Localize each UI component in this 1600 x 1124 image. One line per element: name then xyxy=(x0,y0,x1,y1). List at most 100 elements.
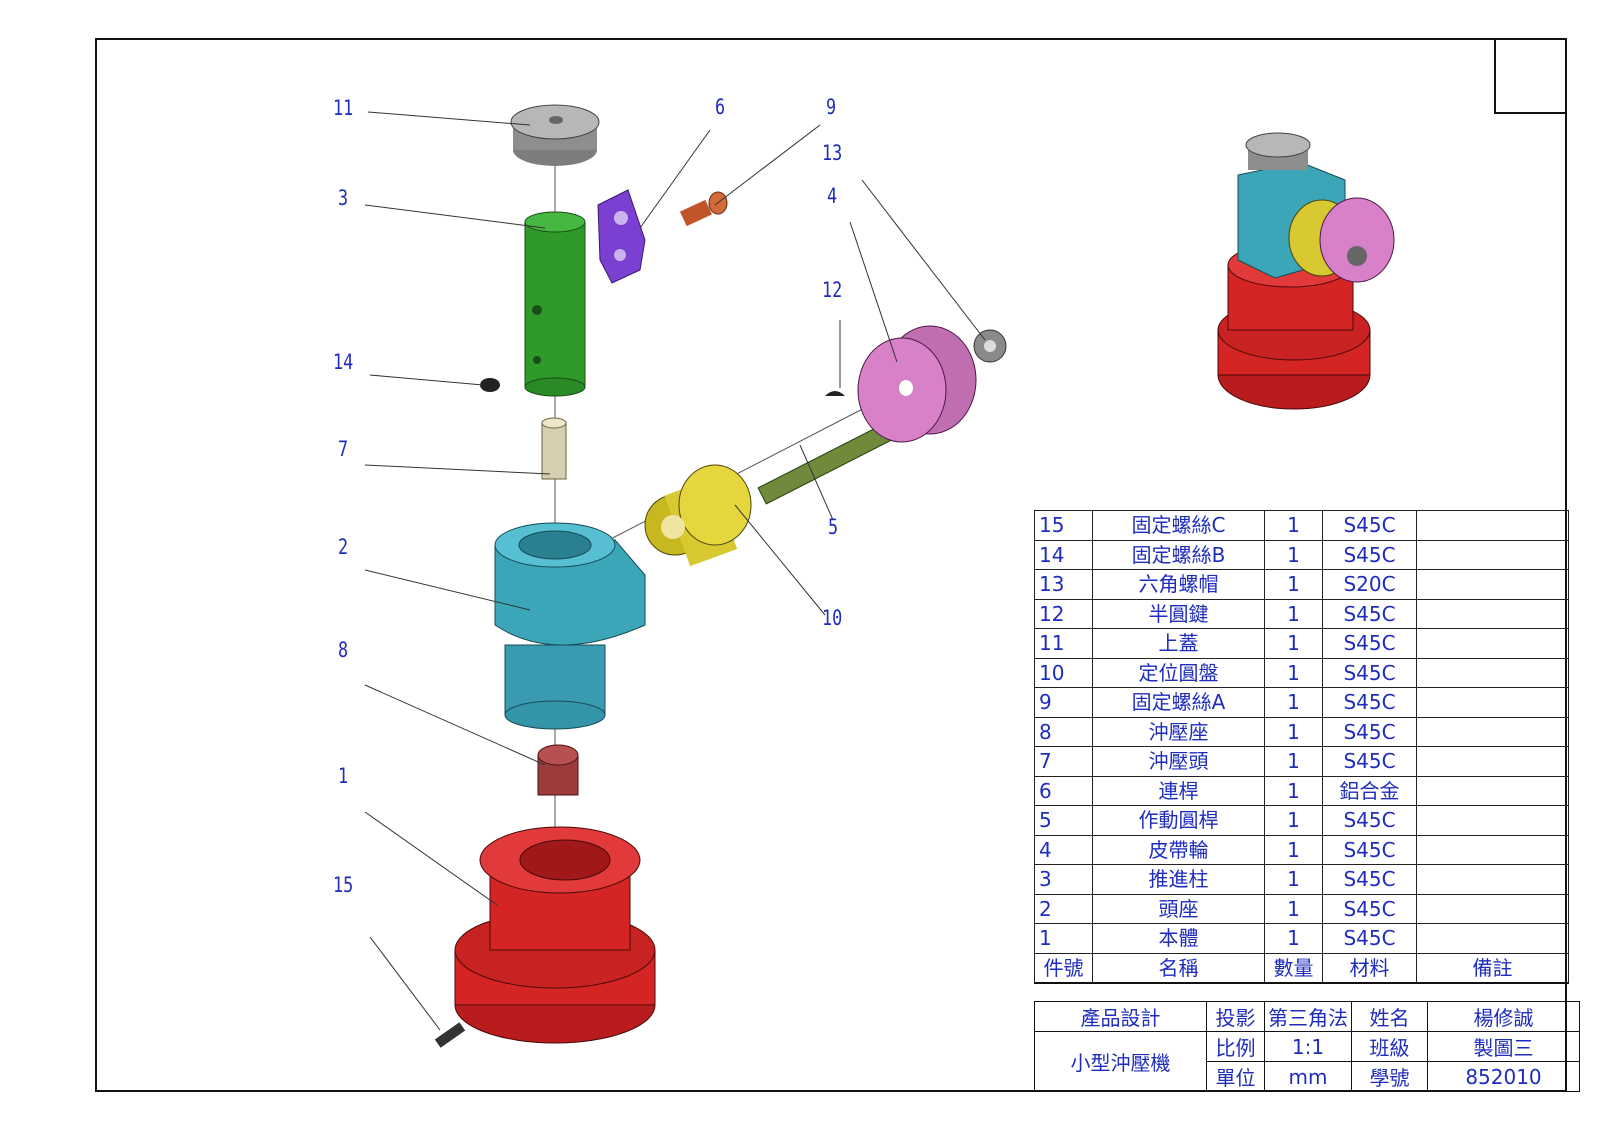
part-13-nut xyxy=(973,329,1007,363)
callout-2: 2 xyxy=(338,535,349,559)
bom-cell-note xyxy=(1416,805,1569,836)
bom-cell-qty: 1 xyxy=(1264,657,1323,688)
bom-cell-note xyxy=(1416,834,1569,865)
bom-cell-name: 頭座 xyxy=(1092,893,1265,924)
part-1-body xyxy=(454,826,656,1044)
bom-header-no: 件號 xyxy=(1034,952,1093,984)
leader-lines xyxy=(364,111,986,1031)
bom-cell-no: 10 xyxy=(1034,657,1093,688)
name-value: 楊修誠 xyxy=(1427,1001,1580,1032)
bom-cell-qty: 1 xyxy=(1264,510,1323,541)
bom-cell-material: S45C xyxy=(1322,628,1417,659)
part-15-screw xyxy=(434,1022,466,1048)
bom-cell-name: 固定螺絲A xyxy=(1092,687,1265,718)
projection-label: 投影 xyxy=(1206,1001,1265,1032)
bom-cell-note xyxy=(1416,864,1569,895)
bom-cell-no: 8 xyxy=(1034,716,1093,747)
bom-cell-name: 沖壓座 xyxy=(1092,716,1265,747)
callout-6: 6 xyxy=(715,95,726,119)
bom-header-name: 名稱 xyxy=(1092,952,1265,984)
bom-cell-qty: 1 xyxy=(1264,864,1323,895)
bom-cell-note xyxy=(1416,598,1569,629)
corner-box xyxy=(1494,38,1567,114)
callout-10: 10 xyxy=(822,606,843,630)
part-14-screw xyxy=(480,378,500,392)
callout-9: 9 xyxy=(826,95,837,119)
bom-cell-no: 15 xyxy=(1034,510,1093,541)
bom-cell-name: 半圓鍵 xyxy=(1092,598,1265,629)
bom-cell-qty: 1 xyxy=(1264,805,1323,836)
bom-cell-material: S45C xyxy=(1322,746,1417,777)
bom-cell-note xyxy=(1416,657,1569,688)
callout-11: 11 xyxy=(333,96,354,120)
bom-cell-note xyxy=(1416,687,1569,718)
bom-cell-no: 2 xyxy=(1034,893,1093,924)
bom-header-qty: 數量 xyxy=(1264,952,1323,984)
bom-cell-qty: 1 xyxy=(1264,598,1323,629)
bom-cell-material: S45C xyxy=(1322,687,1417,718)
bom-cell-material: 鋁合金 xyxy=(1322,775,1417,806)
class-value: 製圖三 xyxy=(1427,1031,1580,1062)
bom-cell-qty: 1 xyxy=(1264,687,1323,718)
bom-cell-note xyxy=(1416,923,1569,954)
bom-cell-no: 6 xyxy=(1034,775,1093,806)
bom-cell-no: 3 xyxy=(1034,864,1093,895)
bom-cell-name: 本體 xyxy=(1092,923,1265,954)
bom-cell-material: S45C xyxy=(1322,834,1417,865)
bom-cell-note xyxy=(1416,628,1569,659)
bom-header-row: 件號 名稱 數量 材料 備註 xyxy=(1034,952,1569,984)
design-label: 產品設計 xyxy=(1034,1001,1207,1032)
bom-cell-note xyxy=(1416,569,1569,600)
part-9-screw xyxy=(679,191,728,227)
bom-cell-no: 1 xyxy=(1034,923,1093,954)
part-11-cap xyxy=(510,104,600,166)
part-2-head xyxy=(494,522,646,730)
title-block: 產品設計 投影 第三角法 姓名 楊修誠 小型沖壓機 比例 1:1 班級 製圖三 … xyxy=(1034,1001,1580,1092)
bom-cell-name: 作動圓桿 xyxy=(1092,805,1265,836)
bom-cell-material: S45C xyxy=(1322,598,1417,629)
bom-cell-material: S45C xyxy=(1322,805,1417,836)
callout-12: 12 xyxy=(822,278,843,302)
bom-cell-no: 13 xyxy=(1034,569,1093,600)
part-6-link xyxy=(597,189,646,284)
part-10-disc xyxy=(644,464,752,567)
bom-cell-name: 六角螺帽 xyxy=(1092,569,1265,600)
bom-cell-material: S20C xyxy=(1322,569,1417,600)
bom-cell-no: 9 xyxy=(1034,687,1093,718)
bom-cell-note xyxy=(1416,716,1569,747)
bom-cell-qty: 1 xyxy=(1264,539,1323,570)
unit-label: 單位 xyxy=(1206,1061,1265,1092)
callout-14: 14 xyxy=(333,350,354,374)
bom-cell-name: 連桿 xyxy=(1092,775,1265,806)
bom-cell-note xyxy=(1416,539,1569,570)
callout-15: 15 xyxy=(333,873,354,897)
bom-cell-note xyxy=(1416,746,1569,777)
callout-5: 5 xyxy=(828,515,839,539)
bom-cell-material: S45C xyxy=(1322,539,1417,570)
part-12-key xyxy=(825,391,845,396)
bom-cell-name: 定位圓盤 xyxy=(1092,657,1265,688)
bom-cell-qty: 1 xyxy=(1264,628,1323,659)
bom-cell-qty: 1 xyxy=(1264,834,1323,865)
part-7-punch xyxy=(541,417,567,480)
callout-1: 1 xyxy=(338,764,349,788)
part-4-pulley xyxy=(857,325,977,443)
bom-cell-qty: 1 xyxy=(1264,923,1323,954)
callout-3: 3 xyxy=(338,186,349,210)
bom-cell-note xyxy=(1416,775,1569,806)
bom-cell-no: 14 xyxy=(1034,539,1093,570)
bom-cell-name: 固定螺絲C xyxy=(1092,510,1265,541)
